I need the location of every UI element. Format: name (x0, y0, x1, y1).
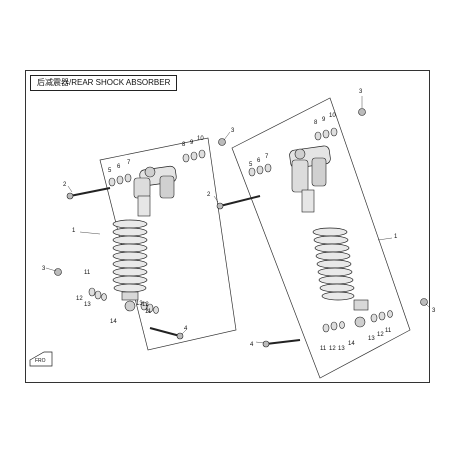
left-callout-11-b: 11 (145, 309, 152, 315)
right-shock-bottom (353, 299, 369, 328)
left-callout-12-b: 12 (142, 302, 149, 308)
left-callout-2: 2 (63, 182, 67, 188)
right-bolt-bottom (262, 339, 301, 348)
left-callout-9: 9 (190, 140, 194, 146)
left-callout-7: 7 (127, 160, 131, 166)
left-callout-12-a: 12 (76, 296, 83, 302)
left-callout-11-a: 11 (84, 270, 91, 276)
left-assembly: 1 2 3 4 5 6 7 8 9 10 11 12 13 14 13 12 1… (42, 128, 237, 351)
right-bottom-right-hardware (370, 310, 393, 323)
left-callout-1: 1 (72, 228, 76, 234)
left-callout-6: 6 (117, 164, 121, 170)
right-callout-10: 10 (329, 113, 336, 119)
left-bottom-left-hardware (88, 287, 107, 301)
front-arrow-icon: FRO (29, 351, 53, 367)
left-bottom-right-hardware (140, 301, 159, 314)
right-top-hardware (248, 127, 338, 177)
right-callout-11-a: 11 (320, 346, 327, 352)
left-top-hardware (108, 149, 206, 187)
front-label: FRO (35, 358, 46, 364)
right-callout-8: 8 (314, 120, 318, 126)
right-leader-lines (213, 96, 431, 344)
left-callout-13-b: 13 (136, 301, 143, 307)
left-nut-top (218, 138, 226, 146)
right-shock-top (289, 145, 331, 213)
right-nut-top (358, 108, 366, 116)
right-callout-12-b: 12 (377, 332, 384, 338)
right-nut-bottom (420, 298, 428, 306)
left-callout-3-bottom: 3 (42, 266, 46, 272)
right-callout-3-bottom: 3 (432, 308, 436, 314)
right-callout-1: 1 (394, 234, 398, 240)
left-nut-bottom (54, 268, 62, 276)
diagram-frame (25, 70, 430, 383)
left-callout-8: 8 (182, 142, 186, 148)
left-leader-lines (45, 131, 231, 335)
left-callout-3-top: 3 (231, 128, 235, 134)
left-callout-4: 4 (184, 326, 188, 332)
right-callout-7: 7 (265, 154, 269, 160)
right-callout-6: 6 (257, 158, 261, 164)
left-spring (112, 219, 148, 293)
right-callout-4: 4 (250, 342, 254, 348)
right-callout-9: 9 (322, 117, 326, 123)
left-bolt-top (66, 187, 111, 200)
right-assembly: 1 2 3 4 3 5 6 7 8 9 10 11 12 13 14 13 12… (207, 89, 436, 379)
right-callout-5: 5 (249, 162, 253, 168)
right-panel-outline (231, 97, 411, 379)
left-callout-14: 14 (110, 319, 117, 325)
right-callout-11-b: 11 (385, 328, 392, 334)
right-callout-13-a: 13 (338, 346, 345, 352)
left-callout-5: 5 (108, 168, 112, 174)
right-bolt-top (216, 195, 261, 210)
right-callout-14: 14 (348, 341, 355, 347)
left-callout-13-a: 13 (84, 302, 91, 308)
left-shock-top (133, 165, 177, 217)
right-callout-2: 2 (207, 192, 211, 198)
diagram-title: 后减震器/REAR SHOCK ABSORBER (30, 75, 178, 91)
left-bolt-bottom (149, 327, 184, 340)
left-callout-10: 10 (197, 136, 204, 142)
right-callout-12-a: 12 (329, 346, 336, 352)
left-shock-bottom (121, 291, 139, 312)
right-bottom-left-hardware (322, 321, 345, 333)
right-spring (312, 227, 355, 301)
right-callout-13-b: 13 (368, 336, 375, 342)
right-callout-3-top: 3 (359, 89, 363, 95)
